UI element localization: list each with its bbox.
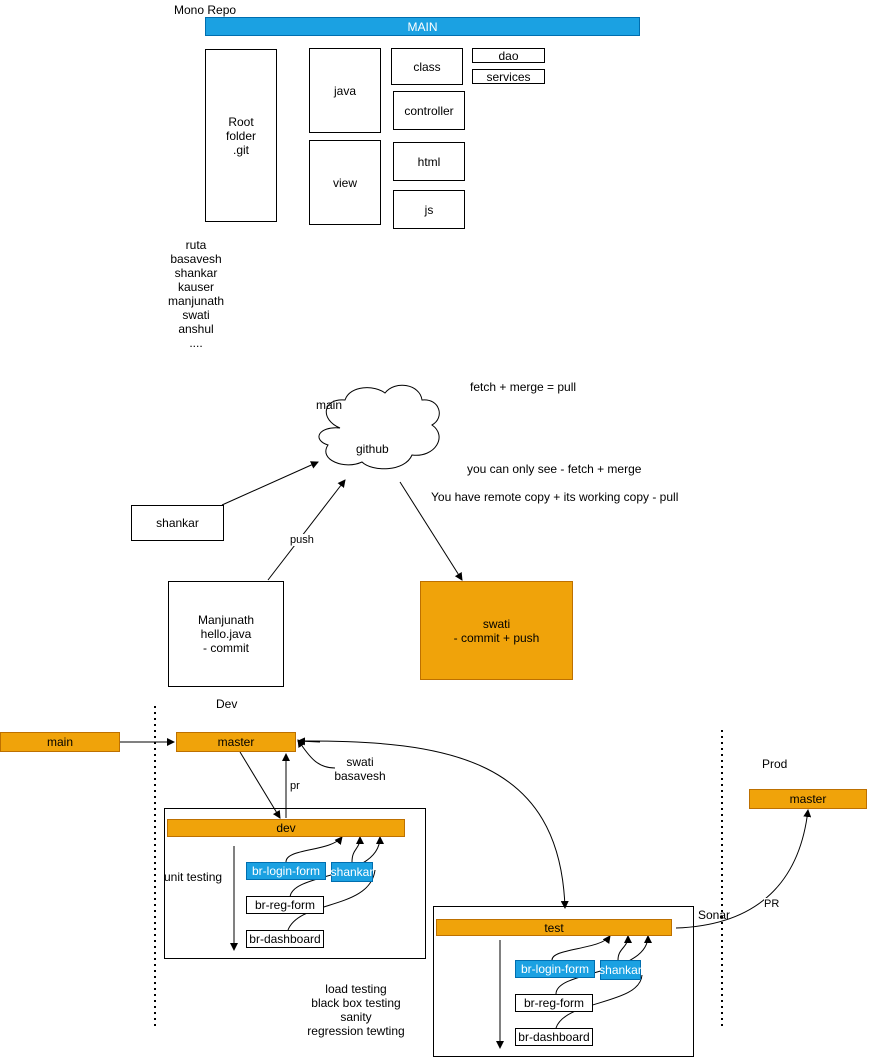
push-label: push	[290, 534, 314, 546]
test-br-reg-form[interactable]: br-reg-form	[515, 994, 593, 1012]
pull-note: You have remote copy + its working copy …	[431, 490, 679, 504]
dev-shankar-branch[interactable]: shankar	[331, 862, 373, 882]
PR-label: PR	[764, 898, 780, 910]
root-folder-box[interactable]: Root folder .git	[205, 49, 277, 222]
test-shankar-branch[interactable]: shankar	[599, 960, 642, 980]
dao-box[interactable]: dao	[472, 48, 545, 63]
class-box[interactable]: class	[391, 48, 463, 85]
main-label: main	[316, 398, 343, 412]
shankar-to-github-arrow	[221, 461, 319, 506]
dev-br-reg-form[interactable]: br-reg-form	[246, 896, 324, 914]
test-to-prod-arrow	[675, 809, 812, 929]
master-test-arrow	[297, 740, 569, 909]
github-label[interactable]: github	[356, 442, 389, 456]
controller-box[interactable]: controller	[393, 91, 465, 130]
test-br-login-form[interactable]: br-login-form	[515, 960, 595, 978]
unit-testing-label: unit testing	[164, 870, 223, 884]
push-arrow	[267, 479, 346, 581]
dev-title: Dev	[216, 697, 238, 711]
main-branch-box[interactable]: main	[0, 732, 120, 752]
github-cloud-shape	[318, 384, 440, 470]
main-bar[interactable]: MAIN	[205, 17, 640, 36]
mono-repo-title: Mono Repo	[174, 3, 237, 17]
dev-branch-box[interactable]: dev	[167, 819, 405, 837]
manjunath-box[interactable]: Manjunath hello.java - commit	[168, 581, 284, 687]
shankar-box[interactable]: shankar	[131, 505, 224, 541]
dev-br-login-form[interactable]: br-login-form	[246, 862, 326, 880]
test-branch-arrow-2	[617, 935, 632, 961]
html-box[interactable]: html	[393, 142, 465, 181]
test-branch-arrow-1	[551, 935, 611, 961]
services-box[interactable]: services	[472, 69, 545, 84]
pr-label: pr	[290, 780, 300, 792]
testing-types-list: load testing black box testing sanity re…	[307, 982, 405, 1038]
swati-box[interactable]: swati - commit + push	[420, 581, 573, 680]
master-branch-box[interactable]: master	[176, 732, 296, 752]
java-box[interactable]: java	[309, 48, 381, 133]
dev-container	[164, 808, 426, 959]
view-box[interactable]: view	[309, 140, 381, 225]
js-box[interactable]: js	[393, 190, 465, 229]
people-list: ruta basavesh shankar kauser manjunath s…	[167, 238, 225, 350]
prod-master-box[interactable]: master	[749, 789, 867, 809]
dev-branch-arrow-1	[285, 836, 343, 863]
sonar-label: Sonar	[698, 908, 731, 922]
test-branch-box[interactable]: test	[436, 919, 672, 936]
prod-title: Prod	[762, 757, 788, 771]
test-br-dashboard[interactable]: br-dashboard	[515, 1028, 593, 1046]
github-to-swati-arrow	[399, 481, 463, 581]
dev-br-dashboard[interactable]: br-dashboard	[246, 930, 324, 948]
pull-formula: fetch + merge = pull	[470, 380, 577, 394]
master-to-dev-arrow	[239, 751, 281, 819]
dev-branch-arrow-2	[351, 836, 364, 863]
swati-basavesh-label: swati basavesh	[334, 755, 386, 783]
fetch-note: you can only see - fetch + merge	[467, 462, 642, 476]
test-container	[433, 906, 694, 1057]
test-branch-arrow-4	[555, 974, 643, 1029]
